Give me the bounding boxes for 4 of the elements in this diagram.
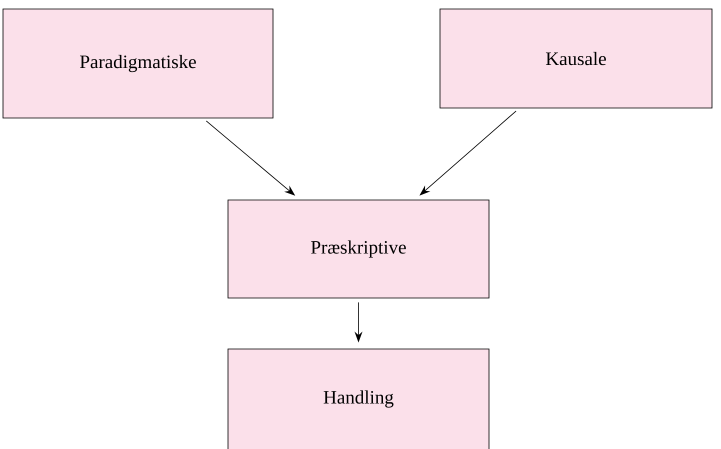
process-box: Handling <box>228 348 490 449</box>
process-box: Kausale <box>440 8 712 108</box>
process-box: Paradigmatiske <box>2 8 274 118</box>
process-box: Præskriptive <box>228 200 490 298</box>
